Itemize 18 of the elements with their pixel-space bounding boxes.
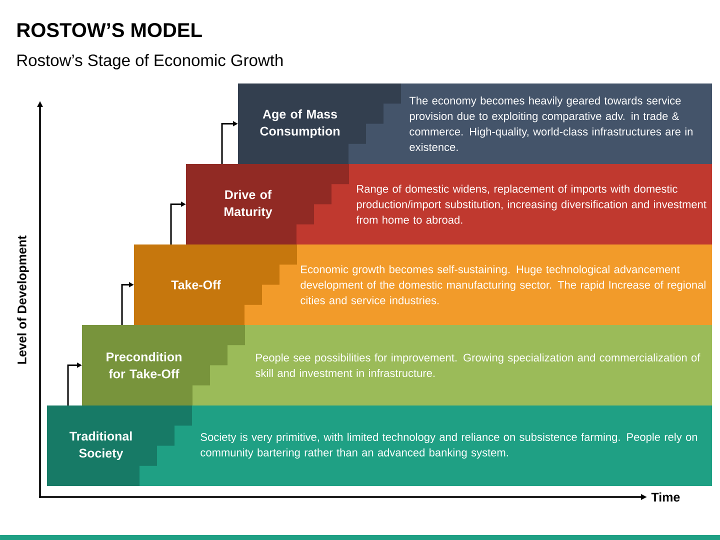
stage-band [238, 84, 712, 164]
title: ROSTOW’S MODEL [18, 23, 202, 38]
subtitle: Rostow’s Stage of Economic Growth [18, 54, 283, 70]
stage-title: Age of Mass Consumption [260, 109, 340, 138]
stage-band [134, 244, 712, 325]
stage-title: Take-Off [171, 280, 221, 290]
stage-title: Precondition for Take-Off [106, 352, 182, 378]
stage-description: Economic growth becomes self-sustaining. Huge technological advancement development of the domestic manufacturing sector. The rapid Increase of regional cities and service industries. [300, 265, 706, 304]
stage-title: Drive of Maturity [224, 190, 272, 219]
stage-description: The economy becomes heavily geared towards service provision due to exploiting comparative adv. in trade & commerce. High-quality, world-class infrastructures are in existence. [409, 96, 692, 152]
stage-description: People see possibilities for improvement. Growing specialization and commercialization of skill and investment in infrastructure. [256, 353, 700, 378]
stage-band [186, 164, 712, 244]
axis-label: Level of Development [17, 236, 29, 364]
stage-band [82, 325, 712, 406]
stage-title: Traditional Society [70, 431, 132, 460]
stage-description: Society is very primitive, with limited technology and reliance on subsistence farming. People rely on community bartering rather than an advanced banking system. [200, 432, 698, 459]
stage-description: Range of domestic widens, replacement of imports with domestic production/import substitution, increasing diversification and investment from home to abroad. [356, 184, 706, 224]
stage-band [47, 405, 712, 486]
